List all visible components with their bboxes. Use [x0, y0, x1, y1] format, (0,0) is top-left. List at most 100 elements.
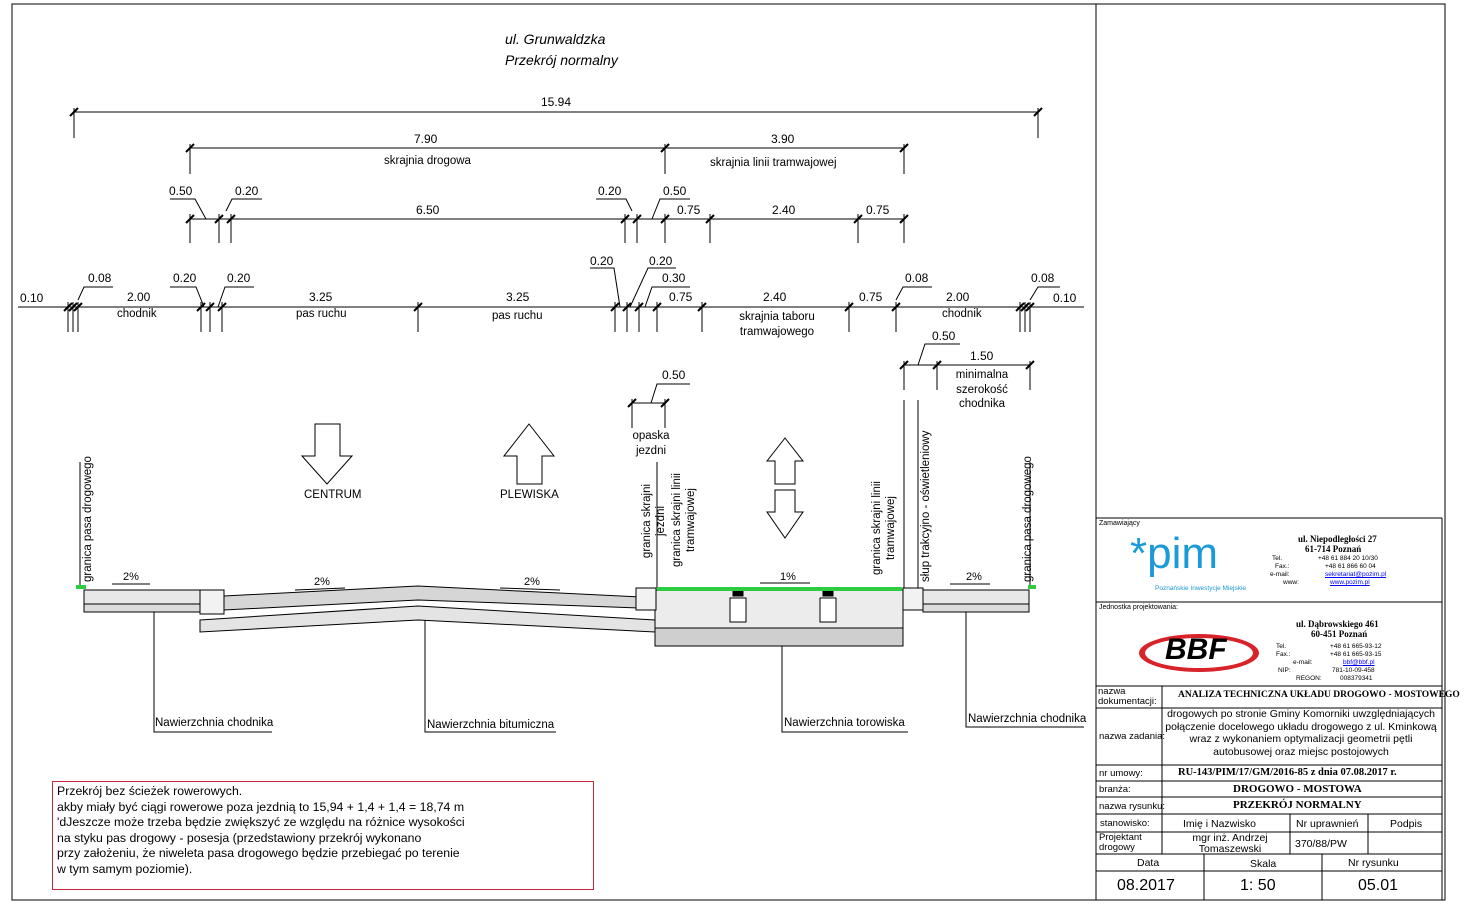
dim3-e: 0.50	[663, 184, 687, 198]
pim-tel: +48 61 884 20 10/30	[1318, 555, 1378, 562]
bbf-email-label: e-mail:	[1293, 659, 1313, 666]
pim-www-label: www:	[1283, 579, 1299, 586]
label-chodnik-right: chodnik	[942, 308, 982, 320]
dim4-4: 0.20	[227, 271, 251, 285]
slope-2: 2%	[314, 576, 330, 588]
bbf-tel: +48 61 665-93-12	[1330, 643, 1382, 650]
dim3-g: 2.40	[772, 203, 796, 217]
bbf-fax-label: Fax.:	[1276, 651, 1291, 658]
tb-nazwa-rys-label: nazwa rysunku:	[1099, 801, 1166, 812]
tb-nazwa-dok-label: nazwa dokumentacji:	[1098, 686, 1157, 707]
note-line: w tym samym poziomie).	[57, 861, 193, 876]
dim-skrajnia-tram: 3.90	[771, 132, 795, 146]
note-line: przy założeniu, że niweleta pasa drogowe…	[57, 846, 460, 861]
dim3-b: 0.20	[235, 184, 259, 198]
dim4-12: 0.75	[859, 290, 883, 304]
bbf-fax: +48 61 665-93-15	[1330, 651, 1382, 658]
tb-skala-label: Skala	[1250, 858, 1277, 870]
vlabel-slup: słup trakcyjno - oświetleniowy	[920, 430, 932, 582]
bbf-email[interactable]: bbf@bbf.pl	[1343, 659, 1375, 666]
tb-branza-label: branża:	[1099, 784, 1131, 795]
tb-nazwa-zad-label: nazwa zadania:	[1099, 731, 1166, 742]
bbf-nip: 781-10-09-458	[1332, 667, 1375, 674]
tb-jednostka-label: Jednostka projektowania:	[1099, 604, 1178, 611]
slope-4: 1%	[780, 571, 796, 583]
bbf-regon-label: REGON:	[1296, 675, 1322, 682]
vlabel-granica-right: granica pasa drogowego	[1022, 456, 1034, 582]
pim-tel-label: Tel.	[1272, 555, 1283, 562]
callout-chodnik-left: Nawierzchnia chodnika	[155, 717, 274, 729]
callout-torowisko: Nawierzchnia torowiska	[784, 717, 905, 729]
pim-fax: +48 61 866 60 04	[1325, 563, 1376, 570]
note-line: Przekrój bez ścieżek rowerowych.	[57, 784, 243, 798]
tb-nr-umowy: RU-143/PIM/17/GM/2016-85 z dnia 07.08.20…	[1178, 767, 1397, 778]
tb-nazwa-dok: ANALIZA TECHNICZNA UKŁADU DROGOWO - MOST…	[1178, 690, 1460, 700]
label-skrajnia-drogowa: skrajnia drogowa	[384, 155, 471, 167]
label-skrajnia-taboru: skrajnia taboru tramwajowego	[739, 311, 815, 338]
pim-sub: Poznańskie Inwestycje Miejskie	[1155, 585, 1247, 592]
tb-data: 08.2017	[1117, 877, 1175, 894]
tb-nr-rys: 05.01	[1358, 877, 1399, 894]
bbf-logo-text: BBF	[1165, 633, 1227, 666]
tb-projektant: Projektant drogowy	[1099, 832, 1142, 853]
label-pas-ruchu-2: pas ruchu	[492, 310, 543, 322]
tb-nazwa-zad: drogowych po stronie Gminy Komorniki uwz…	[1165, 708, 1437, 758]
dim3-d: 0.20	[598, 184, 622, 198]
tb-nr-rys-label: Nr rysunku	[1348, 857, 1399, 869]
note-line: akby miały być ciągi rowerowe poza jezdn…	[57, 799, 465, 814]
dir-centrum: CENTRUM	[304, 489, 362, 501]
dim3-c: 6.50	[416, 203, 440, 217]
tb-data-label: Data	[1137, 857, 1160, 869]
tb-projektant-nr: 370/88/PW	[1295, 838, 1347, 850]
dim-side-b: 1.50	[970, 349, 994, 363]
vlabel-skrajnia-tram: granica skrajni linii tramwajowej	[671, 473, 697, 567]
bbf-regon: 008379341	[1340, 675, 1373, 682]
dim3-h: 0.75	[866, 203, 890, 217]
dir-plewiska: PLEWISKA	[500, 489, 559, 501]
tb-nr-umowy-label: nr umowy:	[1099, 768, 1143, 779]
dim4-14: 2.00	[946, 290, 970, 304]
dim4-13: 0.08	[905, 271, 929, 285]
bbf-addr2: 60-451 Poznań	[1311, 629, 1368, 639]
pim-email[interactable]: sekretariat@pozim.pl	[1325, 571, 1387, 578]
dim4-3: 0.20	[173, 271, 197, 285]
dim4-1: 0.08	[88, 271, 112, 285]
dim-total: 15.94	[541, 95, 572, 109]
vlabel-skrajnia-tram-2: granica skrajni linii tramwajowej	[871, 481, 897, 575]
dim3-f: 0.75	[677, 203, 701, 217]
slope-3: 2%	[524, 576, 540, 588]
label-opaska: opaska jezdni	[632, 430, 670, 457]
note-line: 'dJeszcze może trzeba będzie zwiększyć z…	[57, 815, 465, 830]
dim-side-a: 0.50	[932, 329, 956, 343]
tb-stanowisko: stanowisko:	[1100, 818, 1150, 829]
label-chodnik-left: chodnik	[117, 308, 157, 320]
dim-side-c: 0.50	[662, 368, 686, 382]
dim4-0: 0.10	[20, 291, 44, 305]
tb-imie: Imię i Nazwisko	[1183, 818, 1256, 830]
dim4-10: 0.75	[669, 290, 693, 304]
tb-projektant-name: mgr inż. Andrzej Tomaszewski	[1192, 832, 1268, 855]
vlabel-granica-left: granica pasa drogowego	[82, 456, 94, 582]
slope-5: 2%	[966, 571, 982, 583]
pim-logo: *pim	[1130, 529, 1219, 578]
callout-bitumiczna: Nawierzchnia bitumiczna	[427, 719, 555, 731]
tb-branza: DROGOWO - MOSTOWA	[1233, 783, 1362, 795]
dim3-a: 0.50	[169, 184, 193, 198]
dim4-9: 0.30	[662, 271, 686, 285]
dim-skrajnia-drogowa: 7.90	[414, 132, 438, 146]
bbf-tel-label: Tel.	[1276, 643, 1287, 650]
pim-addr1: ul. Niepodległości 27	[1298, 534, 1377, 544]
tb-skala: 1: 50	[1240, 877, 1276, 894]
dim4-6: 3.25	[506, 290, 530, 304]
callout-chodnik-right: Nawierzchnia chodnika	[968, 713, 1087, 725]
slope-1: 2%	[123, 571, 139, 583]
dim4-7: 0.20	[590, 254, 614, 268]
bbf-nip-label: NIP:	[1278, 667, 1291, 674]
drawing-section-title: Przekrój normalny	[505, 52, 618, 68]
tb-nr-upr: Nr uprawnień	[1296, 818, 1359, 830]
pim-email-label: e-mail:	[1270, 571, 1290, 578]
pim-www[interactable]: www.pozim.pl	[1330, 579, 1370, 586]
label-min-szer: minimalna szerokość chodnika	[955, 369, 1009, 410]
dim4-5: 3.25	[309, 290, 333, 304]
tb-zamawiajacy-label: Zamawiający	[1099, 520, 1140, 527]
